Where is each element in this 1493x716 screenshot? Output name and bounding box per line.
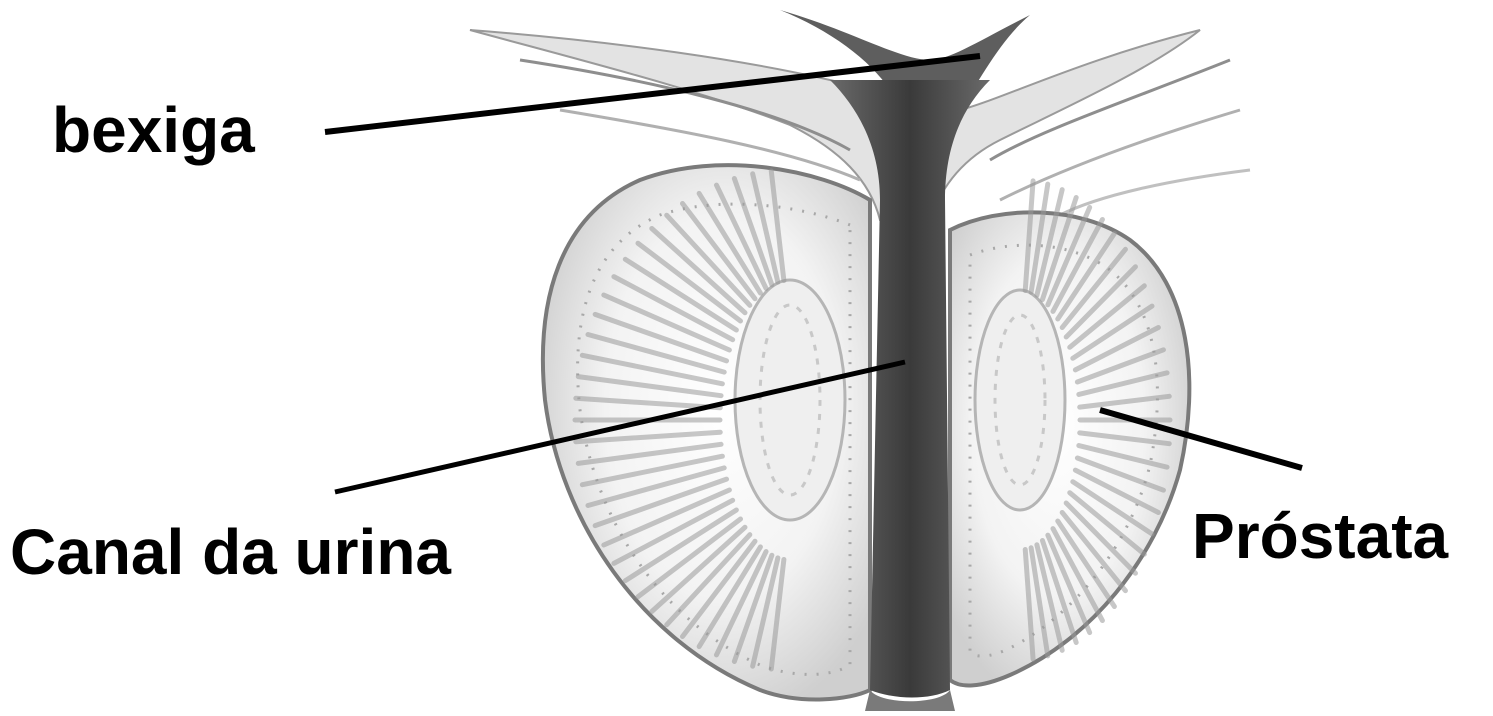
bladder-label: bexiga: [52, 98, 255, 162]
prostate-label: Próstata: [1192, 504, 1448, 568]
urethra-label: Canal da urina: [10, 520, 451, 584]
